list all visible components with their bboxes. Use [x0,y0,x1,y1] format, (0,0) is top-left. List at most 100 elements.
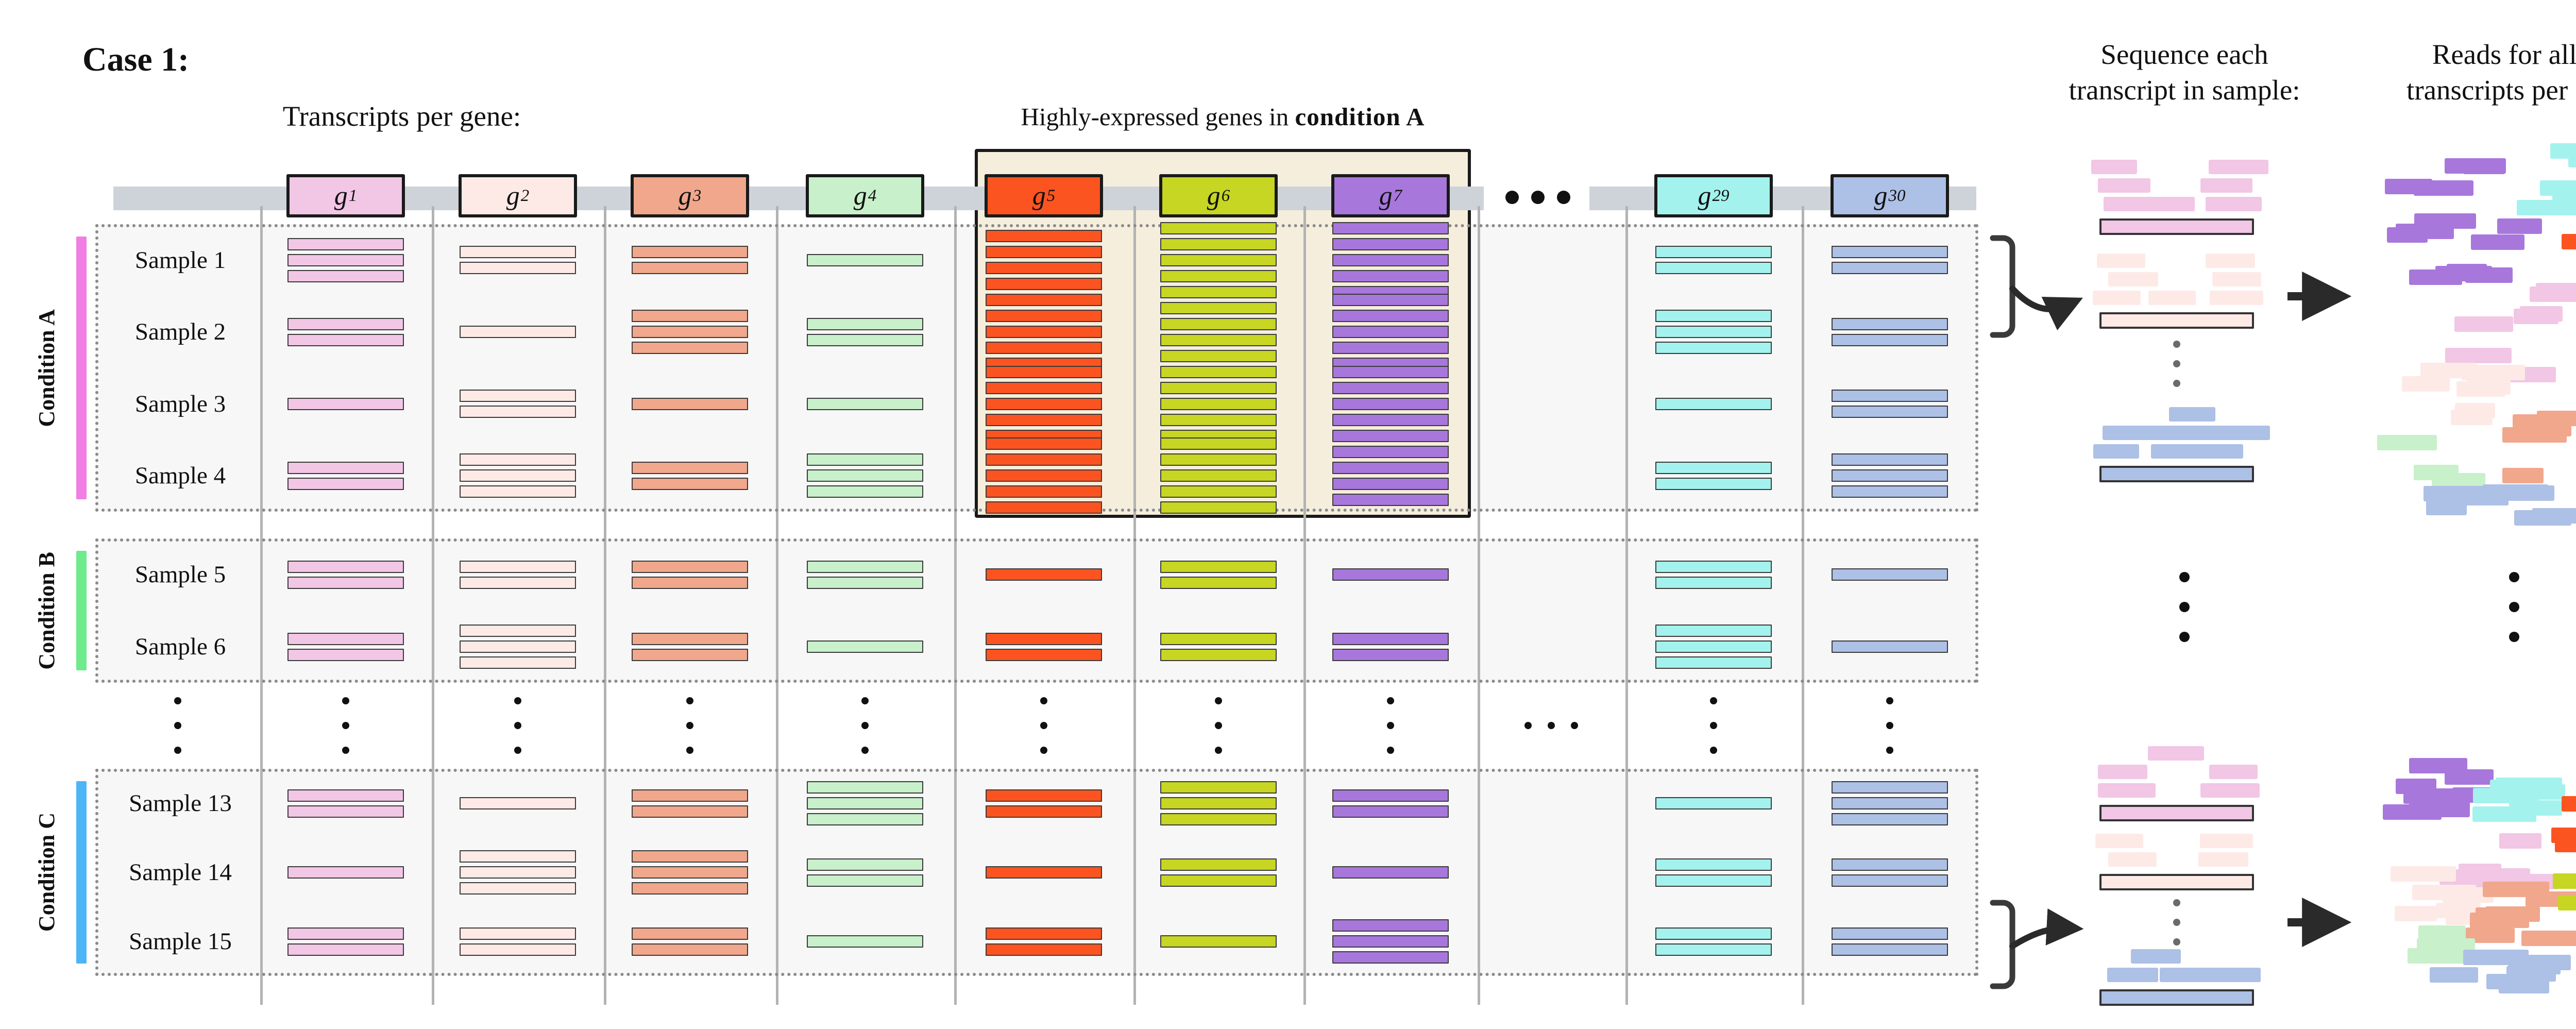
read-g4 [2377,435,2437,451]
gene-symbol: g [1379,181,1393,211]
transcript-bar-g1 [287,238,404,250]
read-g30 [2154,426,2214,440]
read-g3 [2470,913,2529,929]
ellipsis-dots-vertical [342,747,349,754]
transcript-bar-g6 [1160,781,1277,794]
ellipsis-dots-vertical [2179,602,2190,612]
read-g7 [2497,218,2543,234]
transcript-bar-g1 [287,632,404,645]
transcript-bar-g29 [1655,874,1772,887]
ellipsis-dots-vertical [1040,697,1047,704]
ellipsis-dots-vertical [342,722,349,729]
column-separator [432,206,434,1005]
transcript-bar-g6 [1160,576,1277,589]
transcript-bar-g29 [1655,326,1772,339]
ellipsis-dots-vertical [1215,697,1222,704]
transcript-bar-g7 [1332,632,1449,645]
ellipsis-dots-horizontal [1571,722,1578,729]
read-g3 [2502,467,2544,483]
transcript-bar-g29 [1655,797,1772,809]
transcript-bar-g3 [632,927,748,940]
genome-gap-dots [1557,191,1570,204]
transcript-bar-g1 [287,317,404,330]
transcript-bar-g7 [1332,397,1449,410]
read-g1 [2499,833,2541,849]
transcript-bar-g6 [1160,858,1277,871]
transcript-bar-g3 [632,882,748,895]
ellipsis-dots-vertical [1387,722,1394,729]
read-g2 [2108,852,2157,867]
transcript-bar-g1 [287,333,404,346]
read-g1 [2098,765,2148,779]
read-g2 [2401,376,2450,392]
sample-label: Sample 5 [134,561,226,588]
ellipsis-dots-vertical [2179,632,2190,642]
read-g29 [2509,800,2562,816]
transcript-bar-g6 [1160,285,1277,298]
condition-label-text: Condition C [33,813,59,932]
transcript-bar-g5 [986,278,1102,291]
column-separator [1478,206,1480,1005]
ellipsis-dots-vertical [514,722,521,729]
ellipsis-dots-vertical [2509,572,2519,582]
read-g3 [2502,427,2567,443]
transcript-bar-g1 [287,866,404,879]
read-g30 [2103,426,2157,440]
transcript-bar-g3 [632,576,748,589]
read-g1 [2209,765,2258,779]
ellipsis-dots-vertical [1886,747,1893,754]
read-g30 [2150,444,2201,459]
read-g30 [2483,484,2549,500]
transcript-bar-g5 [986,943,1102,956]
transcript-bar-g5 [986,230,1102,243]
ellipsis-dots-vertical [2173,380,2180,387]
transcript-bar-g4 [807,397,923,410]
transcript-bar-g2 [460,406,576,418]
gene-symbol: g [334,181,348,211]
transcript-bar-g29 [1655,262,1772,275]
condition-label: Condition C [28,769,64,976]
transcript-bar-g4 [807,453,923,466]
column-separator [776,206,778,1005]
transcript-bar-g1 [287,943,404,956]
transcript-bar-g5 [986,381,1102,394]
ellipsis-dots-vertical [861,747,869,754]
transcript-bar-g4 [807,813,923,825]
read-g1 [2200,783,2260,798]
transcript-bar-g7 [1332,269,1449,282]
read-g1 [2097,783,2156,798]
transcript-bar-g7 [1332,222,1449,234]
transcript-bar-g6 [1160,501,1277,514]
read-g2 [2451,409,2493,425]
read-g2 [2199,834,2253,848]
transcript-bar-g6 [1160,254,1277,266]
transcript-bar-g5 [986,365,1102,378]
transcript-bar-g2 [460,453,576,466]
transcript-bar-g30 [1832,927,1948,940]
read-g2 [2210,291,2263,305]
sequenced-transcript-g1 [2099,218,2254,235]
transcript-bar-g4 [807,317,923,330]
sample-label: Sample 2 [134,318,226,346]
transcript-bar-g4 [807,469,923,482]
transcript-bar-g7 [1332,238,1449,250]
transcript-bar-g30 [1832,246,1948,259]
ellipsis-dots-vertical [174,722,181,729]
genome-gap-dots [1505,191,1519,204]
transcript-bar-g29 [1655,397,1772,410]
sample-label: Sample 15 [129,928,232,955]
transcript-bar-g29 [1655,927,1772,940]
transcript-bar-g29 [1655,342,1772,355]
ellipsis-dots-vertical [1886,722,1893,729]
transcript-bar-g1 [287,477,404,490]
transcript-bar-g5 [986,927,1102,940]
transcript-bar-g7 [1332,493,1449,506]
read-g7 [2403,788,2457,804]
transcript-bar-g6 [1160,437,1277,450]
read-g30 [2426,500,2467,516]
ellipsis-dots-vertical [1040,722,1047,729]
transcript-bar-g2 [460,640,576,653]
